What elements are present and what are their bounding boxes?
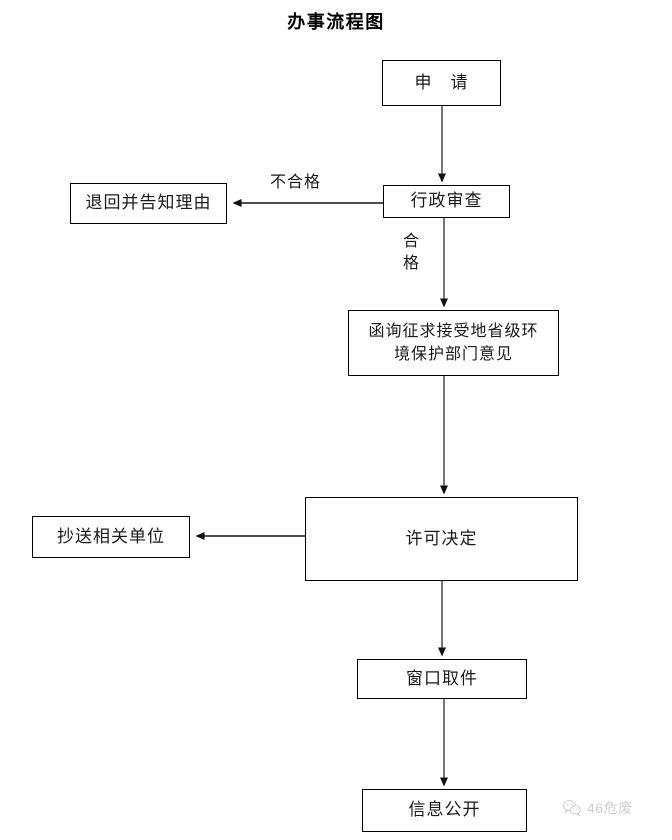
flow-node-apply[interactable]: 申 请	[382, 60, 501, 106]
flow-node-copy-to-related-units[interactable]: 抄送相关单位	[32, 516, 190, 558]
flow-node-return-with-reason-label: 退回并告知理由	[85, 193, 212, 213]
flow-node-permit-decision[interactable]: 许可决定	[305, 497, 578, 581]
flow-node-administrative-review-label: 行政审查	[410, 191, 483, 211]
edge-label-unqualified: 不合格	[270, 174, 322, 191]
flow-node-information-disclosure-label: 信息公开	[408, 800, 481, 820]
watermark: 46危废	[562, 798, 633, 818]
flow-node-window-pickup[interactable]: 窗口取件	[357, 659, 527, 699]
flow-node-return-with-reason[interactable]: 退回并告知理由	[70, 183, 227, 224]
wechat-icon	[563, 800, 581, 817]
flow-node-copy-to-related-units-label: 抄送相关单位	[57, 526, 165, 546]
flow-node-window-pickup-label: 窗口取件	[406, 668, 478, 688]
flow-node-consult-provincial-department-label: 函询征求接受地省级环 境保护部门意见	[368, 322, 539, 363]
flow-node-apply-label: 申 请	[414, 72, 469, 92]
watermark-text: 46危废	[587, 800, 633, 816]
edge-label-qualified: 合格	[400, 232, 417, 276]
page-title: 办事流程图	[287, 12, 385, 32]
flow-node-administrative-review[interactable]: 行政审查	[383, 185, 510, 218]
flow-node-permit-decision-label: 许可决定	[405, 528, 478, 548]
flow-node-consult-provincial-department[interactable]: 函询征求接受地省级环 境保护部门意见	[348, 310, 559, 376]
flow-node-information-disclosure[interactable]: 信息公开	[362, 789, 527, 832]
